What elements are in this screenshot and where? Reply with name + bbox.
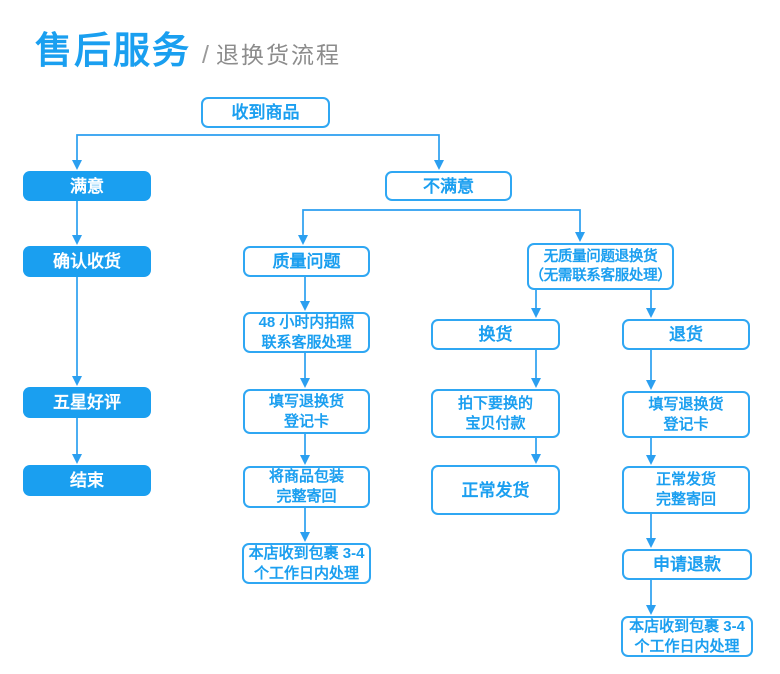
flow-node-received-goods: 收到商品 [201,97,330,128]
connector-branch-top [72,134,444,170]
flow-node-photo-48h: 48 小时内拍照 联系客服处理 [243,312,370,353]
flow-node-return: 退货 [622,319,750,350]
flow-node-end: 结束 [23,465,151,496]
flow-node-pay-for-new-item: 拍下要换的 宝贝付款 [431,389,560,438]
flow-node-fill-registration-card-return: 填写退换货 登记卡 [622,391,750,438]
flow-node-no-quality-return: 无质量问题退换货 （无需联系客服处理） [527,243,674,290]
flow-node-pack-and-ship-back: 将商品包装 完整寄回 [243,466,370,508]
flow-node-ship-back-intact: 正常发货 完整寄回 [622,466,750,514]
flow-node-exchange: 换货 [431,319,560,350]
flow-node-fill-registration-card-quality: 填写退换货 登记卡 [243,389,370,434]
flow-node-store-processing-quality: 本店收到包裹 3-4 个工作日内处理 [242,543,371,584]
connector-branch-unsatisfied [298,209,585,245]
flow-node-five-star-review: 五星好评 [23,387,151,418]
title-subtitle: 退换货流程 [215,42,341,68]
flow-node-quality-problem: 质量问题 [243,246,370,277]
flow-node-normal-shipping: 正常发货 [431,465,560,515]
flow-node-satisfied: 满意 [23,171,151,201]
flow-node-confirm-receipt: 确认收货 [23,246,151,277]
flow-node-unsatisfied: 不满意 [385,171,512,201]
title-separator: / [202,41,209,69]
page-title: 售后服务 / 退换货流程 [35,20,341,74]
flow-node-store-processing-return: 本店收到包裹 3-4 个工作日内处理 [621,616,753,657]
title-main: 售后服务 [35,30,191,71]
flow-node-apply-refund: 申请退款 [622,549,752,580]
